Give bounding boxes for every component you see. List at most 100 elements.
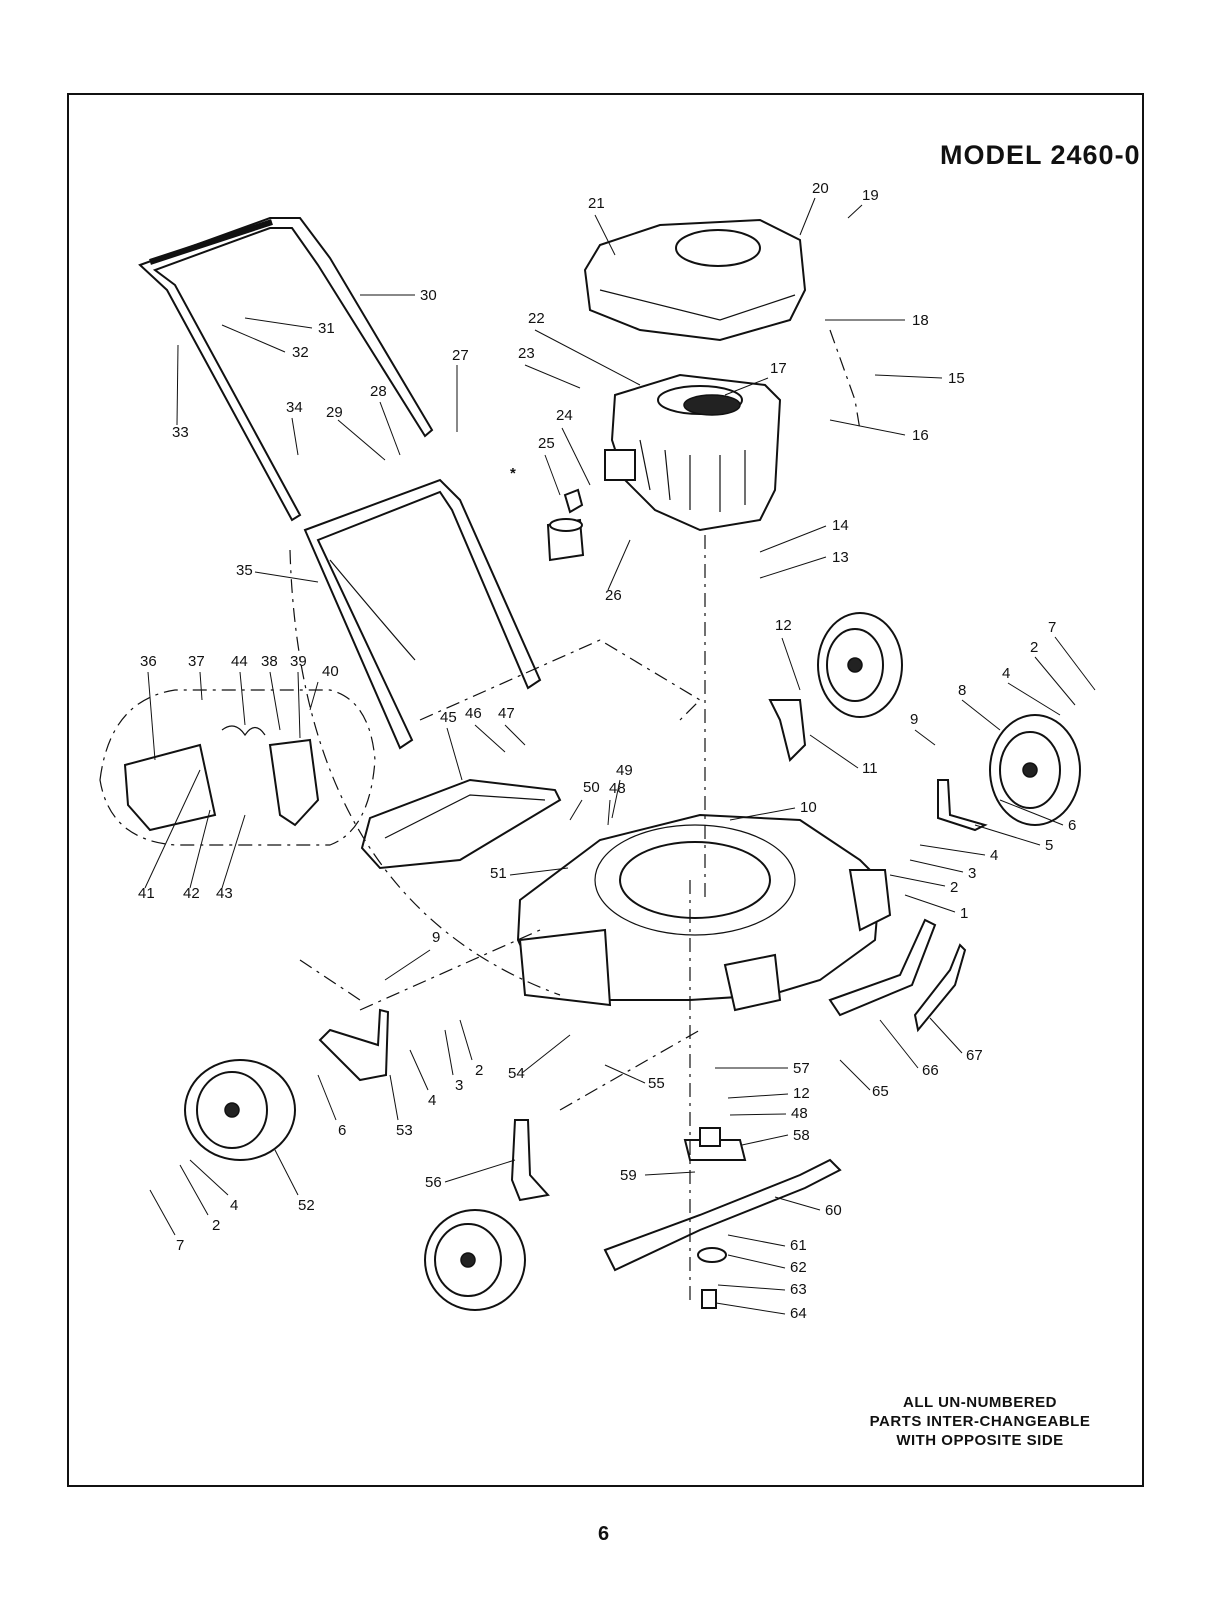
part-callout-43: 43 [216,885,233,902]
part-callout-63: 63 [790,1281,807,1298]
part-callout-7: 7 [176,1237,184,1254]
part-callout-21: 21 [588,195,605,212]
part-callout-44: 44 [231,653,248,670]
callout-leader [544,454,561,496]
callout-leader [221,324,286,353]
part-callout-22: 22 [528,310,545,327]
blade [603,1158,842,1272]
callout-leader [239,671,246,726]
blade-adapter [683,1127,747,1309]
part-callout-48: 48 [791,1105,808,1122]
callout-leader [874,374,943,379]
callout-leader [974,824,1041,846]
callout-leader [799,197,816,236]
part-callout-61: 61 [790,1237,807,1254]
callout-leader [781,637,801,691]
part-callout-41: 41 [138,885,155,902]
height-adjusters [318,699,988,1202]
callout-leader [384,949,431,981]
callout-leader [879,1019,919,1069]
callout-leader [774,1196,821,1211]
callout-leader [904,894,956,913]
callout-leader [254,571,319,583]
part-callout-18: 18 [912,312,929,329]
callout-leader [144,769,201,889]
callout-leader [1034,656,1076,706]
callout-leader [724,377,769,396]
callout-leader [309,681,319,711]
part-callout-54: 54 [508,1065,525,1082]
part-callout-58: 58 [793,1127,810,1144]
star-mark: * [510,465,516,482]
rear-shield [360,778,562,870]
part-callout-9: 9 [910,711,918,728]
callout-leader [727,1093,789,1099]
callout-leader [594,214,616,256]
part-callout-23: 23 [518,345,535,362]
part-callout-64: 64 [790,1305,807,1322]
callout-leader [839,1059,871,1091]
part-callout-38: 38 [261,653,278,670]
callout-leader [607,799,611,826]
part-callout-31: 31 [318,320,335,337]
wheel-rear-left [184,1059,296,1161]
callout-leader [504,724,526,746]
diagram-frame [67,93,1144,1487]
callout-leader [244,317,313,329]
callouts: 1222233444456677899101112121314151617181… [138,180,1096,1322]
part-callout-57: 57 [793,1060,810,1077]
callout-leader [561,427,591,486]
part-callout-33: 33 [172,424,189,441]
part-callout-59: 59 [620,1167,637,1184]
part-callout-51: 51 [490,865,507,882]
callout-leader [149,1189,176,1236]
callout-leader [611,779,621,819]
callout-leader [274,1149,299,1196]
callout-leader [727,1234,786,1247]
callout-leader [509,867,569,876]
part-callout-16: 16 [912,427,929,444]
callout-leader [909,859,964,873]
callout-leader [459,1019,473,1061]
callout-leader [317,1074,337,1121]
part-callout-12: 12 [793,1085,810,1102]
part-callout-2: 2 [1030,639,1038,656]
part-callout-62: 62 [790,1259,807,1276]
part-callout-53: 53 [396,1122,413,1139]
assembly-lines [289,329,861,1300]
part-callout-3: 3 [455,1077,463,1094]
part-callout-7: 7 [1048,619,1056,636]
part-callout-8: 8 [958,682,966,699]
part-callout-32: 32 [292,344,309,361]
callout-leader [534,329,641,386]
note-line: PARTS INTER-CHANGEABLE [869,1413,1091,1430]
callout-leader [1054,636,1096,691]
part-callout-28: 28 [370,383,387,400]
part-callout-9: 9 [432,929,440,946]
callout-leader [147,671,156,761]
callout-leader [409,1049,429,1091]
part-callout-13: 13 [832,549,849,566]
part-callout-35: 35 [236,562,253,579]
callout-leader [474,724,506,753]
callout-leader [444,1029,454,1076]
callout-leader [889,874,946,887]
part-callout-26: 26 [605,587,622,604]
callout-leader [521,1034,571,1074]
callout-leader [179,1164,209,1216]
part-callout-11: 11 [862,760,878,777]
part-callout-56: 56 [425,1174,442,1191]
callout-leader [847,204,863,219]
callout-leader [269,671,281,731]
part-callout-12: 12 [775,617,792,634]
callout-leader [337,419,386,461]
part-callout-17: 17 [770,360,787,377]
callout-leader [919,844,986,856]
part-callout-24: 24 [556,407,573,424]
wheel-front-right [817,612,903,718]
part-callout-67: 67 [966,1047,983,1064]
part-callout-55: 55 [648,1075,665,1092]
part-callout-6: 6 [338,1122,346,1139]
callout-leader [717,1284,786,1291]
